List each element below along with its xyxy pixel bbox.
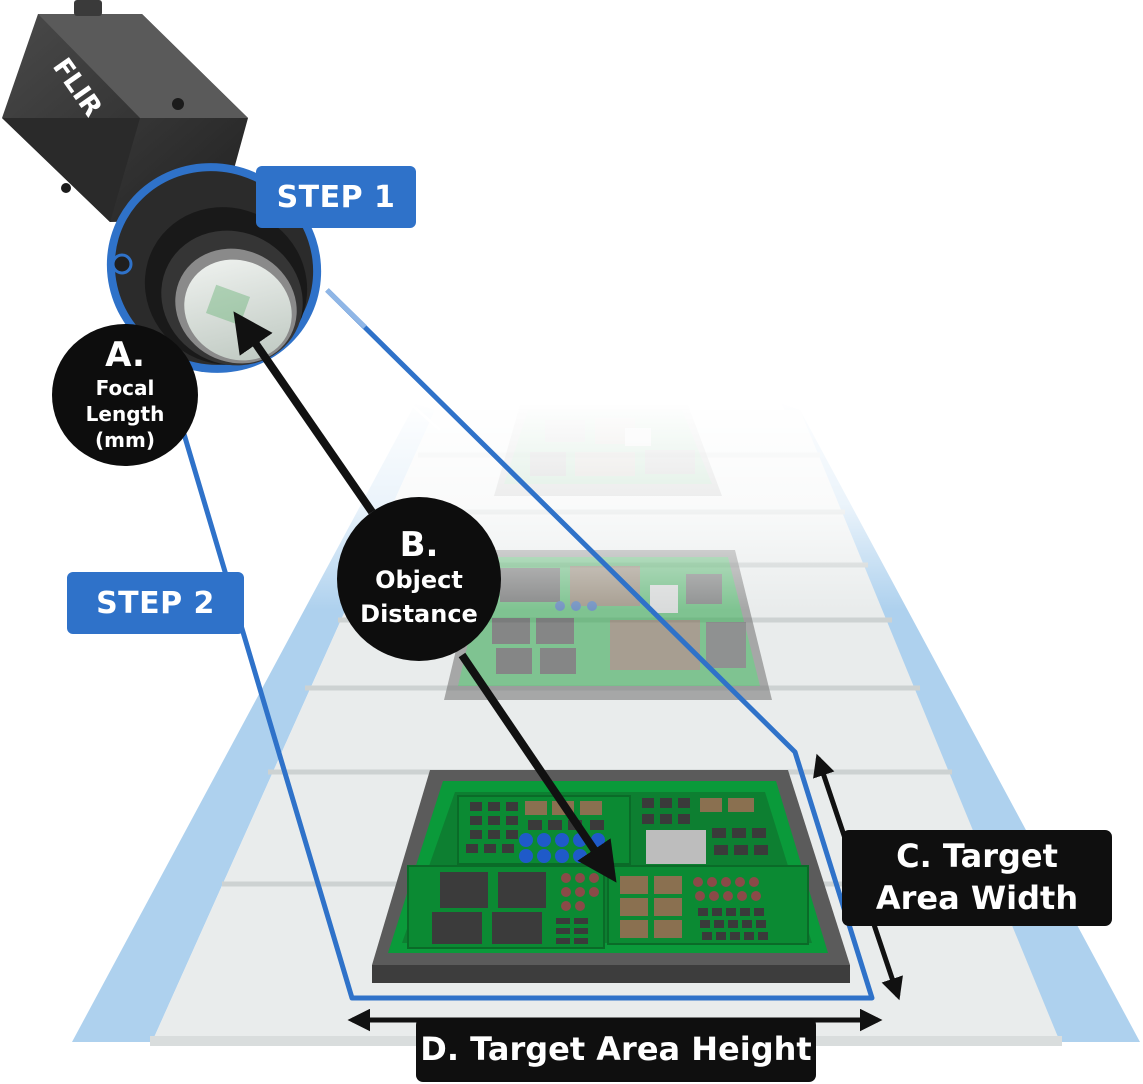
focal-length-line1: Focal	[95, 375, 155, 400]
target-area-height-label: D. Target Area Height	[416, 1018, 816, 1082]
object-distance-letter: B.	[399, 524, 439, 565]
target-area-width-line2: Area Width	[875, 879, 1079, 917]
target-area-width-label: C. Target Area Width	[842, 830, 1112, 926]
focal-length-line2: Length	[85, 401, 165, 426]
object-distance-line2: Distance	[360, 599, 478, 628]
step-2-label: STEP 2	[67, 572, 244, 634]
target-area-width-line1: C. Target	[896, 837, 1058, 876]
focal-length-letter: A.	[105, 335, 145, 376]
distance-fade	[60, 400, 1143, 700]
object-distance-badge: B. Object Distance	[337, 497, 501, 661]
step-1-label: STEP 1	[256, 166, 416, 228]
focal-length-badge: A. Focal Length (mm)	[52, 324, 198, 466]
object-distance-arrow	[233, 311, 617, 883]
focal-length-line3: (mm)	[95, 427, 155, 452]
object-distance-line1: Object	[375, 566, 463, 595]
